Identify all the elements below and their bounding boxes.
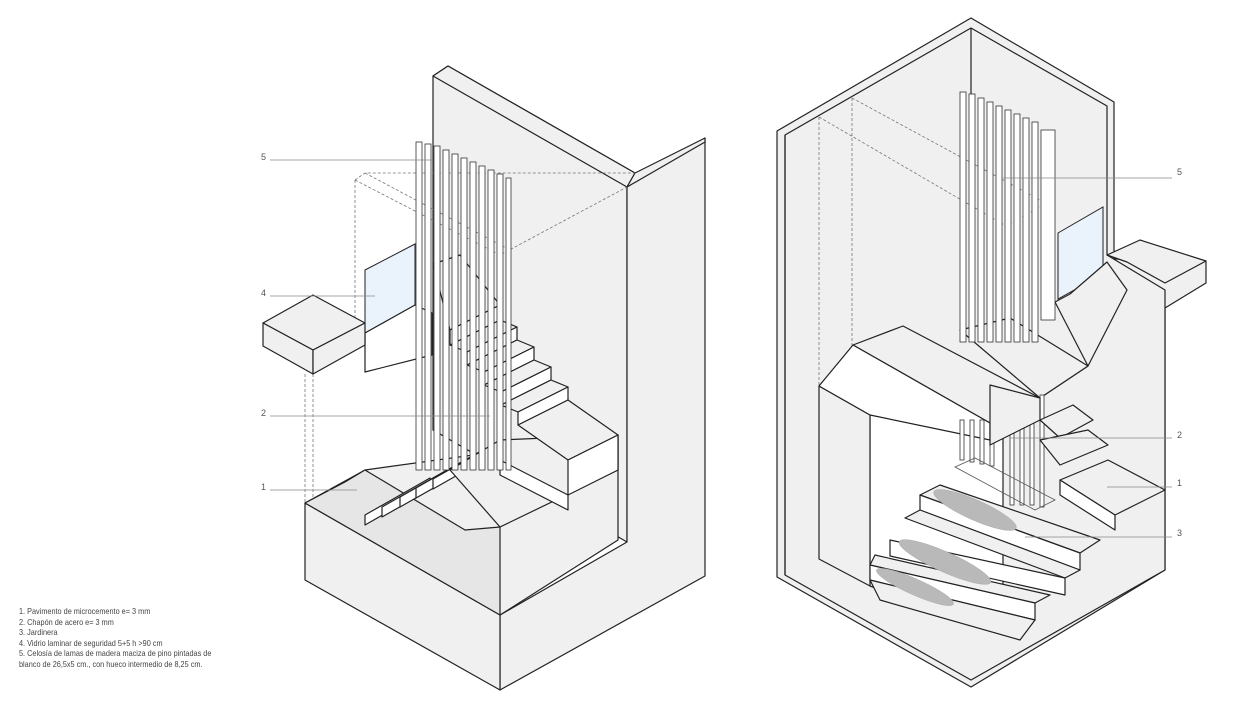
- callout-2-left: 2: [261, 408, 267, 418]
- legend: 1. Pavimento de microcemento e= 3 mm 2. …: [19, 606, 211, 670]
- legend-item: 3. Jardinera: [19, 627, 58, 638]
- legend-item: 4. Vidrio laminar de seguridad 5+5 h >90…: [19, 637, 163, 648]
- callout-3-right: 3: [1177, 528, 1183, 538]
- side-wall-top: [626, 137, 706, 188]
- landing-side: [364, 304, 433, 373]
- callout-5-right: 5: [1177, 167, 1183, 177]
- callout-1-right: 1: [1177, 478, 1183, 488]
- callout-4-left: 4: [261, 288, 267, 298]
- cantilever-box-side: [312, 322, 366, 375]
- lower-landing: [304, 469, 501, 616]
- legend-item: blanco de 26,5x5 cm., con hueco intermed…: [19, 658, 203, 669]
- legend-item: 5. Celosía de lamas de madera maciza de …: [19, 648, 212, 659]
- callout-5-left: 5: [261, 152, 267, 162]
- wood-lattice: [415, 141, 512, 471]
- legend-item: 2. Chapón de acero e= 3 mm: [19, 616, 114, 627]
- callout-2-right: 2: [1177, 430, 1183, 440]
- legend-item: 1. Pavimento de microcemento e= 3 mm: [19, 606, 151, 616]
- callout-1-left: 1: [261, 482, 267, 492]
